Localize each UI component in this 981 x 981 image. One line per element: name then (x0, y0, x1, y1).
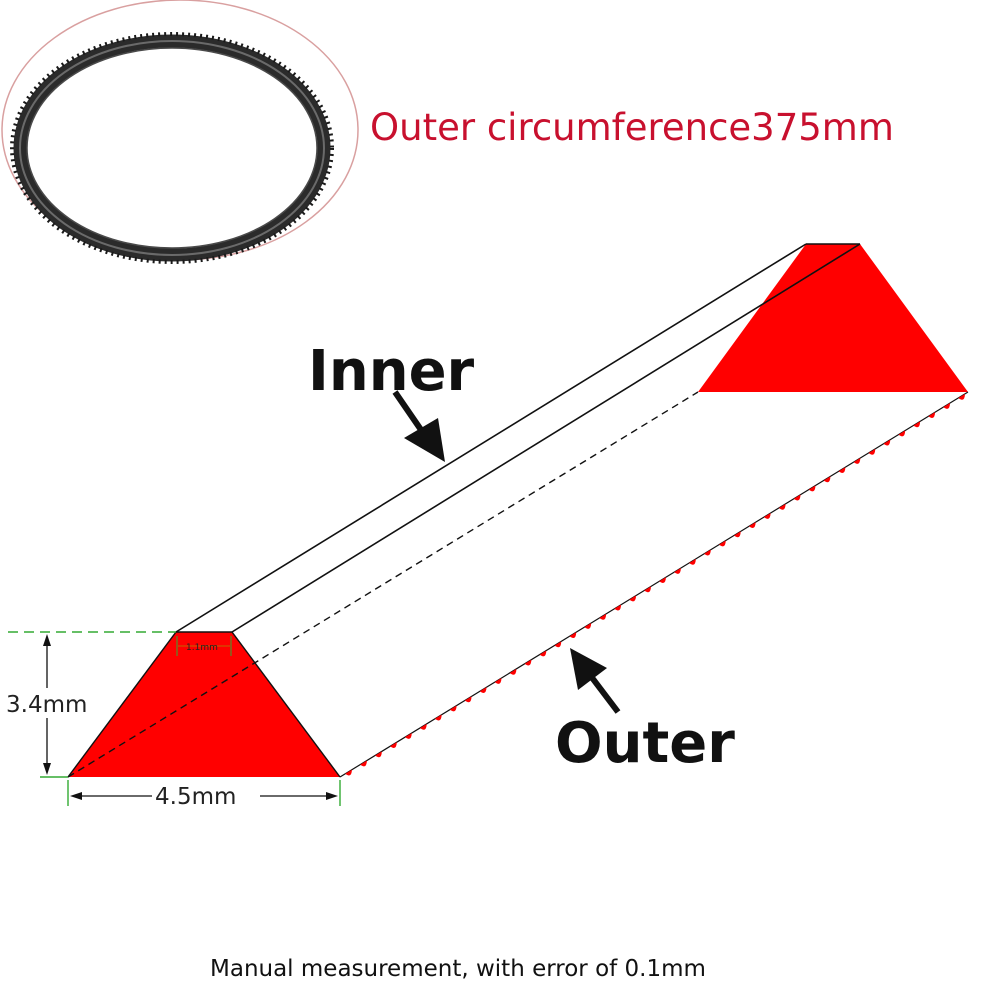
belt-tooth (584, 623, 592, 629)
belt-tooth (958, 393, 966, 400)
belt-tooth (345, 769, 352, 776)
belt-tooth (793, 494, 801, 501)
belt-tooth (509, 668, 517, 675)
measurement-note: Manual measurement, with error of 0.1mm (210, 956, 706, 981)
belt-tooth (883, 439, 891, 446)
near-right-slant (231, 631, 341, 778)
circumference-label: Outer circumference375mm (370, 106, 894, 149)
belt-tooth (763, 513, 771, 519)
belt-tooth (419, 723, 427, 730)
belt-tooth (733, 531, 741, 538)
product-photo (1, 0, 359, 264)
belt-tooth (464, 696, 472, 703)
belt-tooth (674, 568, 681, 574)
top-edge-right (231, 243, 861, 633)
near-left-slant (67, 631, 177, 778)
belt-tooth (659, 577, 666, 584)
belt-tooth (629, 595, 637, 602)
belt-tooth (375, 751, 382, 758)
inner-callout: Inner (308, 339, 475, 462)
width-label: 4.5mm (155, 784, 236, 810)
belt-tooth (494, 678, 502, 684)
top-edge-left (175, 243, 807, 633)
belt-body (67, 243, 969, 778)
top-width-label: 1.1mm (186, 643, 218, 653)
belt-tooth (823, 476, 831, 483)
outer-label: Outer (555, 711, 735, 776)
width-arrow-right (326, 792, 338, 800)
belt-tooth (405, 733, 412, 739)
belt-tooth (689, 558, 696, 565)
belt-tooth (614, 604, 622, 611)
belt-tooth (449, 705, 457, 712)
belt-tooth (539, 650, 547, 657)
belt-tooth (808, 485, 816, 492)
belt-ring-icon (10, 32, 334, 264)
belt-tooth (390, 742, 397, 749)
belt-tooth (778, 503, 786, 510)
outer-callout: Outer (555, 648, 735, 776)
belt-tooth (479, 687, 487, 694)
dimensions: 3.4mm 4.5mm 1.1mm (2, 631, 341, 810)
height-label: 3.4mm (6, 692, 87, 718)
belt-tooth (434, 714, 442, 721)
belt-tooth (360, 760, 367, 767)
belt-tooth (644, 586, 652, 593)
belt-tooth (943, 403, 951, 409)
belt-tooth (838, 467, 846, 474)
height-arrow-top (43, 634, 51, 646)
belt-tooth (524, 659, 532, 666)
height-arrow-bottom (43, 763, 51, 775)
width-arrow-left (70, 792, 82, 800)
belt-tooth (569, 632, 577, 639)
belt-teeth (345, 393, 966, 776)
hidden-edge (67, 391, 699, 778)
near-cross-section (68, 632, 340, 777)
inner-label: Inner (308, 339, 475, 404)
outer-arrow-head (570, 648, 607, 690)
inner-arrow-head (404, 418, 445, 462)
far-cross-section (698, 244, 968, 392)
belt-tooth (704, 549, 711, 556)
belt-tooth (928, 412, 936, 419)
belt-tooth (913, 421, 921, 428)
outer-arrow-shaft (587, 673, 621, 714)
belt-tooth (898, 430, 906, 437)
belt-tooth (599, 613, 607, 620)
belt-tooth (719, 540, 726, 547)
belt-tooth (748, 522, 756, 529)
outer-bottom-edge (339, 391, 969, 778)
belt-tooth (853, 458, 861, 464)
belt-tooth (868, 448, 876, 455)
belt-tooth (554, 641, 562, 648)
